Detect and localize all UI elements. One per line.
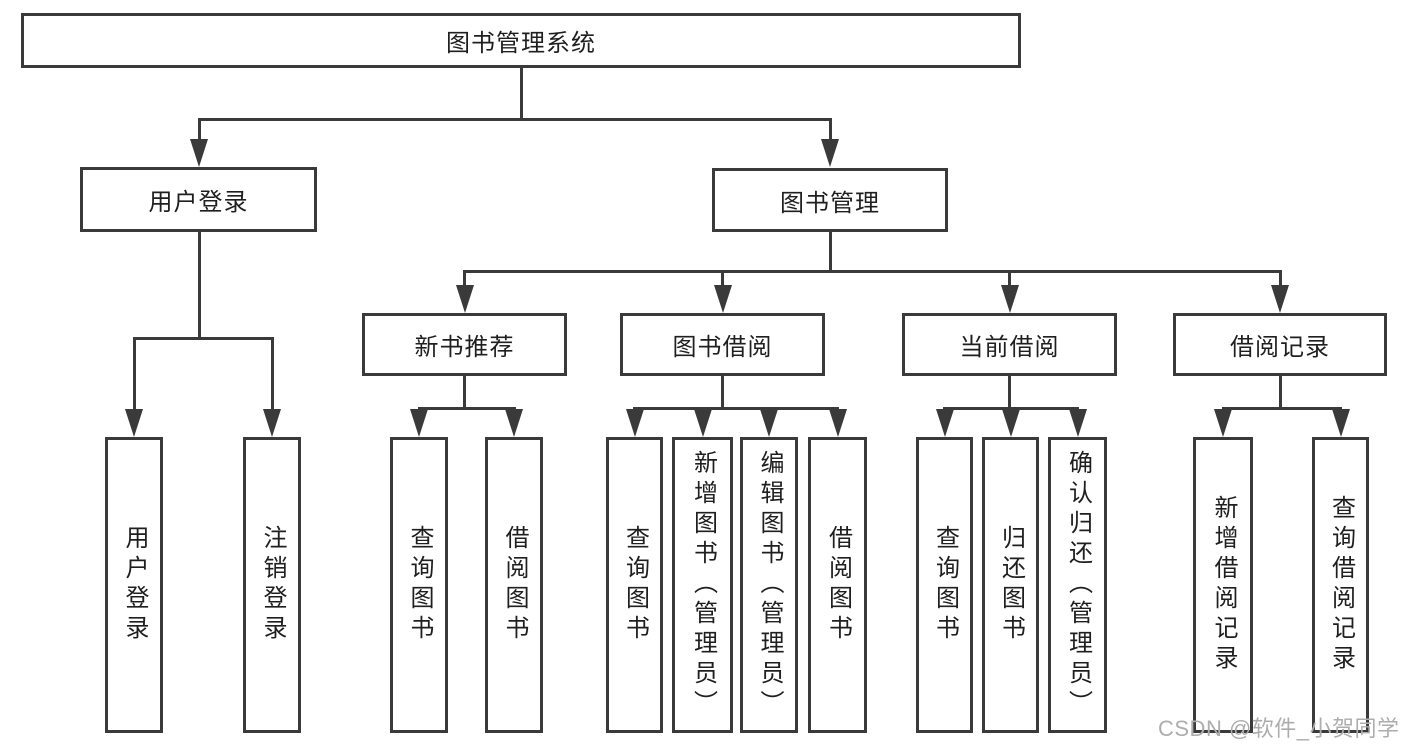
node-current-borrow: 当前借阅 [902, 313, 1117, 376]
leaf-label: 查询图书 [621, 525, 649, 645]
leaf-label: 借阅图书 [824, 525, 852, 645]
leaf-edit-book-admin: 编辑图书（管理员） [740, 437, 798, 733]
arrowhead-down-icon [410, 409, 428, 437]
leaf-label: 查询图书 [931, 525, 959, 645]
connector-stem [721, 376, 724, 407]
leaf-label: 编辑图书（管理员） [756, 450, 783, 720]
connector-stem [1279, 376, 1282, 407]
node-book-borrow: 图书借阅 [620, 313, 825, 376]
arrowhead-down-icon [1069, 409, 1087, 437]
leaf-add-book-admin: 新增图书（管理员） [672, 437, 733, 733]
arrowhead-down-icon [190, 139, 208, 167]
connector-stub [463, 270, 466, 288]
connector-user-rail [133, 337, 274, 340]
arrowhead-down-icon [626, 409, 644, 437]
node-book-management: 图书管理 [712, 168, 948, 232]
leaf-label: 查询借阅记录 [1327, 495, 1355, 675]
arrowhead-down-icon [263, 409, 281, 437]
connector-stub [1008, 270, 1011, 288]
node-user-login: 用户登录 [80, 167, 317, 232]
arrowhead-down-icon [1214, 409, 1232, 437]
arrowhead-down-icon [936, 409, 954, 437]
leaf-label: 用户登录 [121, 525, 148, 645]
leaf-label: 查询图书 [406, 525, 433, 645]
leaf-query-book: 查询图书 [390, 437, 448, 733]
csdn-watermark: CSDN @软件_小贺同学 [1158, 716, 1400, 741]
leaf-user-login: 用户登录 [105, 437, 163, 733]
connector-stem [463, 376, 466, 407]
arrowhead-down-icon [125, 409, 143, 437]
leaf-borrow-book: 借阅图书 [808, 437, 867, 733]
leaf-confirm-return-admin: 确认归还（管理员） [1048, 437, 1107, 733]
connector-stub [198, 118, 201, 144]
arrowhead-down-icon [1271, 285, 1289, 313]
connector-root-stem [520, 68, 523, 118]
connector-stem [1008, 376, 1011, 407]
leaf-label: 新增图书（管理员） [689, 450, 717, 720]
node-root: 图书管理系统 [21, 13, 1021, 68]
leaf-label: 注销登录 [259, 525, 286, 645]
arrowhead-down-icon [760, 409, 778, 437]
leaf-label: 借阅图书 [501, 525, 528, 645]
node-new-book-recommend: 新书推荐 [362, 313, 567, 376]
arrowhead-down-icon [1002, 409, 1020, 437]
connector-bookmgmt-stem [829, 232, 832, 270]
arrowhead-down-icon [456, 285, 474, 313]
connector-stub [1279, 270, 1282, 288]
arrowhead-down-icon [829, 409, 847, 437]
leaf-label: 归还图书 [997, 525, 1025, 645]
leaf-label: 确认归还（管理员） [1064, 450, 1092, 720]
node-borrow-records: 借阅记录 [1173, 313, 1387, 376]
leaf-query-book: 查询图书 [606, 437, 663, 733]
connector-stub [829, 118, 832, 144]
connector-root-rail [198, 118, 832, 121]
leaf-query-book: 查询图书 [916, 437, 973, 733]
leaf-label: 新增借阅记录 [1210, 495, 1237, 675]
arrowhead-down-icon [1001, 285, 1019, 313]
arrowhead-down-icon [714, 285, 732, 313]
connector-user-stem [198, 232, 201, 337]
connector-bookmgmt-rail [463, 270, 1282, 273]
arrowhead-down-icon [821, 139, 839, 167]
arrowhead-down-icon [694, 409, 712, 437]
leaf-borrow-book: 借阅图书 [485, 437, 543, 733]
leaf-logout: 注销登录 [243, 437, 301, 733]
connector-rail [943, 407, 1079, 410]
leaf-return-book: 归还图书 [982, 437, 1039, 733]
connector-rail [633, 407, 839, 410]
connector-stub [271, 337, 274, 411]
arrowhead-down-icon [505, 409, 523, 437]
connector-rail [1222, 407, 1342, 410]
connector-stub [721, 270, 724, 288]
leaf-query-borrow-record: 查询借阅记录 [1312, 437, 1369, 733]
arrowhead-down-icon [1332, 409, 1350, 437]
connector-stub [133, 337, 136, 411]
leaf-add-borrow-record: 新增借阅记录 [1193, 437, 1253, 733]
connector-rail [418, 407, 516, 410]
